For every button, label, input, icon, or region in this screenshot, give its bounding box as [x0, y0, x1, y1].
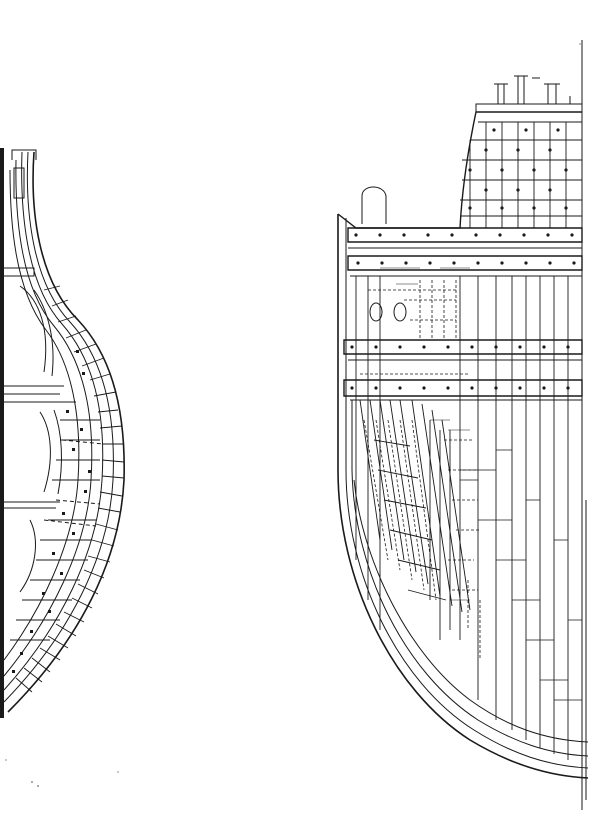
deck-knee-lower [40, 410, 61, 494]
stern-profile-3 [352, 400, 588, 756]
top-stanchion-caps [494, 76, 560, 84]
right-edge [582, 40, 586, 810]
upper-works-outline [338, 112, 582, 228]
wale-lines [348, 248, 582, 400]
lower-deck-beam [4, 502, 60, 508]
binding-edge [0, 148, 4, 718]
wale-3 [344, 340, 582, 354]
port-2 [394, 303, 406, 321]
rudder-head [362, 187, 386, 224]
port-1 [370, 303, 382, 321]
deck-knee-upper [20, 286, 53, 376]
wale-4 [344, 380, 582, 396]
butt-lines [460, 450, 582, 700]
stern-outer-profile [338, 214, 588, 778]
hull-planking-1 [4, 152, 113, 702]
right-hull-elevation [338, 40, 588, 810]
frame-annotations [380, 268, 470, 600]
top-stanchions [498, 76, 570, 104]
bolt-marks-right [350, 128, 576, 390]
hull-planking-2 [4, 152, 103, 690]
stern-profile-2 [346, 218, 588, 768]
bolt-marks-left [12, 350, 91, 673]
upper-works-inner [470, 104, 582, 140]
hold-knee [20, 520, 35, 592]
left-dashed-lines [44, 440, 104, 526]
vertical-frames [356, 122, 582, 760]
hull-inner-ceiling [4, 170, 79, 660]
left-hull-section [0, 148, 124, 718]
upper-deck-beam [4, 268, 34, 276]
outer-hull-curve [8, 152, 124, 712]
stern-profile-4 [354, 480, 588, 742]
diagonal-planking [360, 400, 470, 640]
hull-planking-3 [4, 160, 92, 676]
dashed-treenail-rows [360, 280, 480, 660]
bulwark-top [12, 150, 36, 160]
wale-1 [348, 228, 582, 242]
wale-2 [348, 256, 582, 270]
frame-segments [10, 286, 124, 692]
mid-deck-beam [4, 386, 76, 402]
rail-block [14, 168, 24, 198]
scan-specks [5, 43, 581, 787]
